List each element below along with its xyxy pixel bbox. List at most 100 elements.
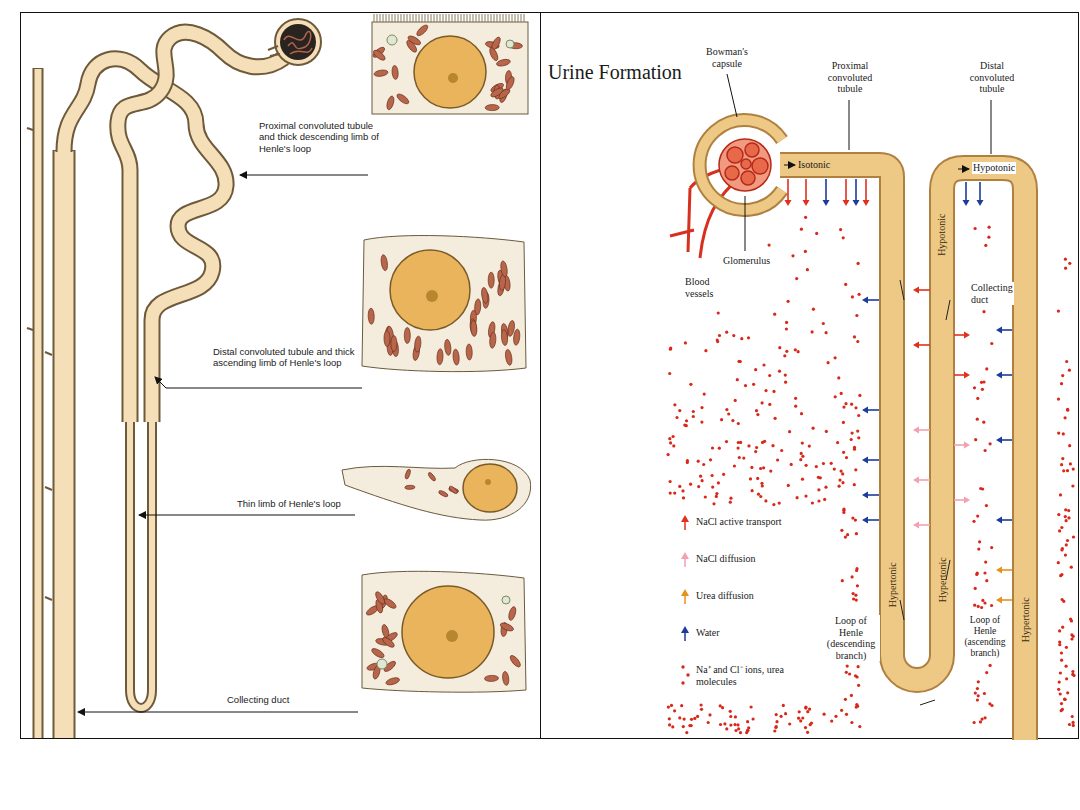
pointer-arrow — [155, 377, 362, 388]
ion-dot — [810, 722, 813, 725]
ion-dot — [850, 721, 853, 724]
ion-dot — [729, 710, 732, 713]
mitochondrion — [438, 490, 449, 498]
ion-dot — [801, 478, 804, 481]
ion-dot — [817, 488, 820, 491]
ion-dot — [851, 517, 854, 520]
transport-arrow-line — [1002, 569, 1012, 571]
brush-border — [488, 14, 489, 22]
ion-dot — [855, 599, 858, 602]
transport-arrow-head — [996, 567, 1002, 574]
ion-dot — [812, 427, 815, 430]
ion-dot — [673, 709, 676, 712]
transport-arrow-head — [913, 427, 919, 434]
mitochondrion — [374, 590, 386, 605]
transport-arrow-head — [996, 517, 1002, 524]
ion-dot — [800, 412, 803, 415]
ion-dot — [1068, 444, 1071, 447]
ion-dot — [806, 710, 809, 713]
mitochondrion — [414, 336, 422, 353]
cell-outline — [342, 459, 531, 520]
ion-dot — [984, 244, 987, 247]
collecting-duct-outline — [53, 150, 76, 738]
brush-border — [494, 14, 495, 22]
ion-dot — [851, 432, 854, 435]
ion-dot — [756, 477, 759, 480]
mitochondrion — [489, 332, 496, 348]
cell-outline — [372, 22, 528, 114]
ion-dot — [1070, 619, 1073, 622]
ion-dot — [857, 665, 860, 668]
ion-dot — [700, 421, 703, 424]
ion-dot — [725, 727, 728, 730]
ion-dot — [747, 336, 750, 339]
ion-dot — [736, 723, 739, 726]
ion-dot — [678, 485, 681, 488]
brush-border — [422, 14, 423, 22]
legend-sample-head — [681, 626, 689, 633]
ion-dot — [808, 708, 811, 711]
ion-dot — [750, 705, 753, 708]
transport-arrow-head — [785, 200, 792, 206]
ion-dot — [717, 311, 720, 314]
mitochondrion — [370, 647, 385, 660]
ion-dot — [772, 390, 775, 393]
ion-dot — [988, 226, 991, 229]
flow-tick — [900, 280, 950, 705]
mitochondrion — [404, 328, 410, 344]
ion-dot — [824, 486, 827, 489]
cell-drawings — [342, 14, 531, 692]
transport-arrow-head — [964, 497, 970, 504]
ion-dot — [692, 410, 695, 413]
brush-border — [476, 14, 477, 22]
ion-dot — [778, 370, 781, 373]
ion-dot — [857, 262, 860, 265]
ion-dot — [844, 402, 847, 405]
ion-dot — [723, 722, 726, 725]
ion-dot — [739, 441, 742, 444]
transport-arrow-line — [979, 182, 981, 200]
ion-dot — [784, 381, 787, 384]
nucleus — [402, 586, 494, 678]
ion-dot — [720, 418, 723, 421]
ion-dot — [845, 456, 848, 459]
part-label: Bowman's capsule — [700, 46, 754, 69]
ion-dot — [848, 672, 851, 675]
ion-dot — [733, 464, 736, 467]
ion-dot — [683, 718, 686, 721]
capillary-loop — [752, 158, 768, 174]
ion-dot — [1072, 468, 1075, 471]
ion-dot — [977, 605, 980, 608]
ion-dot — [716, 338, 719, 341]
transport-arrow-line — [919, 479, 930, 481]
pointer-arrow — [139, 515, 355, 516]
ion-dot — [682, 725, 685, 728]
mitochondrion — [415, 23, 429, 37]
ion-dot — [1072, 674, 1075, 677]
ion-dot — [668, 723, 671, 726]
ion-dot — [811, 330, 814, 333]
ion-dot — [852, 592, 855, 595]
ion-dot — [725, 331, 728, 334]
ion-dot — [846, 665, 849, 668]
ion-dot — [825, 430, 828, 433]
ion-dot — [984, 716, 987, 719]
vesicle — [502, 596, 510, 604]
ion-dot — [846, 533, 849, 536]
ion-dot — [984, 449, 987, 452]
transport-arrow-line — [865, 179, 867, 200]
mitochondrion — [504, 349, 512, 366]
transport-arrow-head — [996, 597, 1002, 604]
ion-dot — [1058, 529, 1061, 532]
ion-dot — [739, 731, 742, 734]
ion-dot — [795, 277, 798, 280]
glomerulus-body — [719, 139, 771, 191]
ion-dot — [756, 413, 759, 416]
ion-dot — [1064, 554, 1067, 557]
transport-arrow-head — [913, 477, 919, 484]
ion-dot — [800, 228, 803, 231]
ion-dot — [742, 457, 745, 460]
ion-dot — [700, 708, 703, 711]
nucleolus — [426, 290, 438, 302]
ion-dot — [844, 698, 847, 701]
